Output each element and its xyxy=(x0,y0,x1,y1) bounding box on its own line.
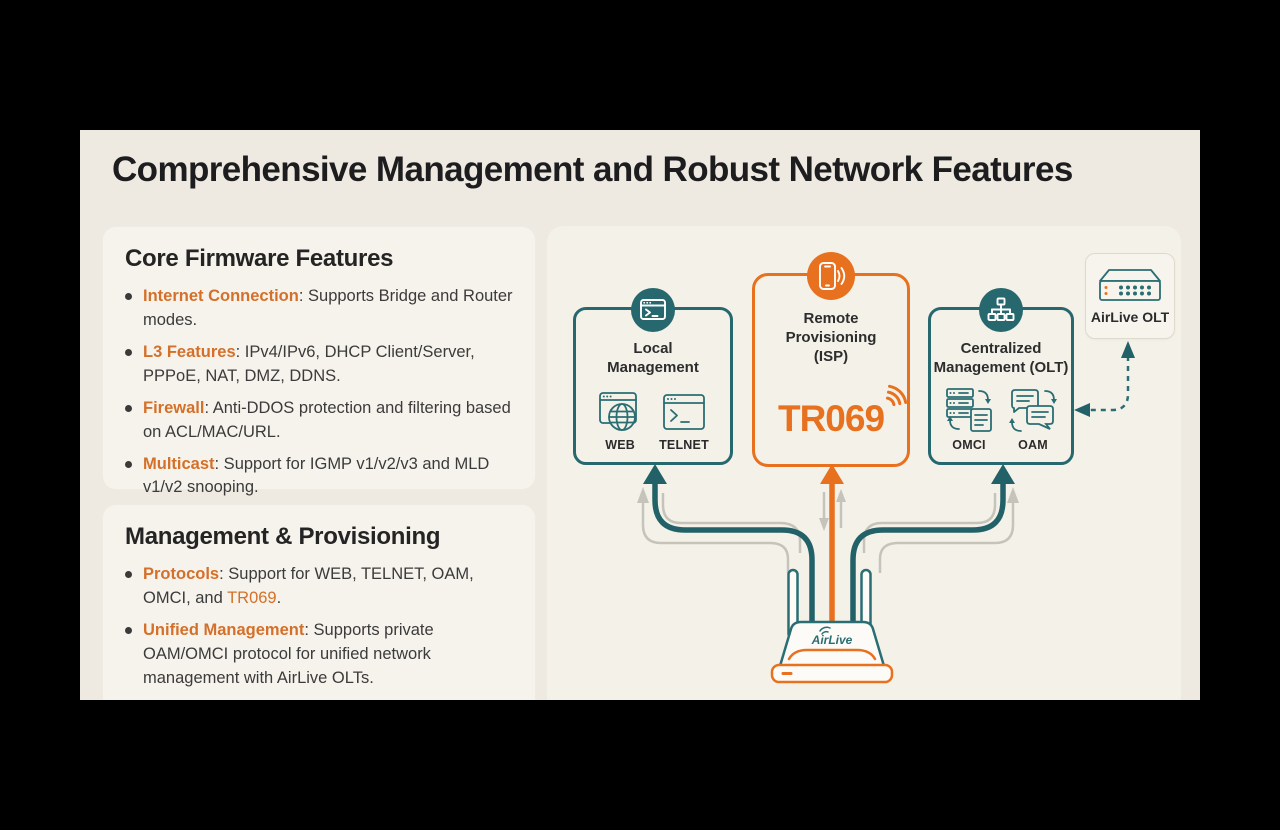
web-item: WEB xyxy=(597,391,643,452)
feature-text: : Supports private OAM/OMCI protocol for… xyxy=(143,620,434,687)
card-heading: Core Firmware Features xyxy=(125,245,394,272)
bullet-dot xyxy=(125,348,132,356)
network-badge xyxy=(979,288,1023,332)
feature-list: Protocols: Support for WEB, TELNET, OAM,… xyxy=(125,563,513,691)
bullet-dot xyxy=(125,571,132,578)
signal-arcs-icon xyxy=(885,384,908,407)
feature-term: Internet Connection xyxy=(143,287,299,305)
feature-term: L3 Features xyxy=(143,342,236,361)
tr069-highlight: TR069 xyxy=(227,588,277,607)
feature-bullet: Multicast: Support for IGMP v1/v2/v3 and… xyxy=(125,453,513,501)
bullet-dot xyxy=(125,460,132,468)
core-firmware-card: Core Firmware Features Internet Connecti… xyxy=(102,226,536,496)
feature-term: Unified Management xyxy=(143,620,305,639)
smartphone-icon xyxy=(819,262,846,290)
bullet-dot xyxy=(125,404,132,412)
tr069-protocol: TR069 xyxy=(777,384,908,440)
terminal-badge xyxy=(631,288,675,332)
feature-list: Internet Connection: Supports Bridge and… xyxy=(125,285,513,500)
feature-bullet: L3 Features: IPv4/IPv6, DHCP Client/Serv… xyxy=(125,341,513,389)
node-label: Centralized Management (OLT) xyxy=(933,340,1069,376)
feature-text: : Anti-DDOS protection and filtering bas… xyxy=(143,398,511,441)
feature-term: Multicast xyxy=(143,454,215,473)
page-title: Comprehensive Management and Robust Netw… xyxy=(112,150,1073,189)
feature-text: : IPv4/IPv6, DHCP Client/Server, PPPoE, … xyxy=(143,342,475,385)
telnet-terminal-icon xyxy=(663,394,705,430)
bullet-dot xyxy=(125,293,132,300)
omci-item: OMCI xyxy=(945,387,993,452)
oam-item: OAM xyxy=(1009,387,1057,452)
omci-servers-icon xyxy=(946,388,992,432)
feature-bullet: Firewall: Anti-DDOS protection and filte… xyxy=(125,397,513,445)
feature-term: Protocols xyxy=(143,565,220,583)
olt-switch-icon xyxy=(1099,269,1161,301)
node-label: Local Management xyxy=(607,340,699,376)
olt-label: AirLive OLT xyxy=(1090,309,1170,325)
oam-chat-icon xyxy=(1009,389,1057,432)
local-management-box: Local Management WEB xyxy=(573,288,733,465)
feature-bullet: Protocols: Support for WEB, TELNET, OAM,… xyxy=(125,563,513,611)
local-icons: WEB TELNET xyxy=(597,391,709,452)
icon-label: WEB xyxy=(605,438,635,452)
phone-badge xyxy=(807,252,855,300)
bullet-dot xyxy=(125,626,132,634)
remote-provisioning-box: Remote Provisioning (ISP) TR069 xyxy=(752,252,910,467)
node-label: Remote Provisioning (ISP) xyxy=(785,310,877,365)
feature-bullet: Unified Management: Supports private OAM… xyxy=(125,619,513,691)
network-topology-icon xyxy=(987,297,1015,321)
icon-label: OMCI xyxy=(952,438,986,452)
management-provisioning-card: Management & Provisioning Protocols: Sup… xyxy=(102,504,536,700)
slide: Comprehensive Management and Robust Netw… xyxy=(80,130,1200,700)
icon-label: TELNET xyxy=(659,438,709,452)
central-icons: OMCI OAM xyxy=(945,387,1057,452)
card-heading: Management & Provisioning xyxy=(125,523,441,550)
telnet-item: TELNET xyxy=(659,391,709,452)
airlive-olt-box: AirLive OLT xyxy=(1085,253,1175,339)
feature-text: : Supports Bridge and Router modes. xyxy=(143,287,513,329)
feature-bullet: Internet Connection: Supports Bridge and… xyxy=(125,285,513,333)
centralized-management-box: Centralized Management (OLT) OMCI xyxy=(928,288,1074,465)
web-browser-icon xyxy=(599,392,637,431)
icon-label: OAM xyxy=(1018,438,1048,452)
terminal-icon xyxy=(640,299,666,320)
feature-text: : Support for IGMP v1/v2/v3 and MLD v1/v… xyxy=(143,454,490,497)
feature-term: Firewall xyxy=(143,398,205,417)
feature-text: : Support for WEB, TELNET, OAM, OMCI, an… xyxy=(143,565,474,607)
tr069-text: TR069 xyxy=(777,398,885,439)
